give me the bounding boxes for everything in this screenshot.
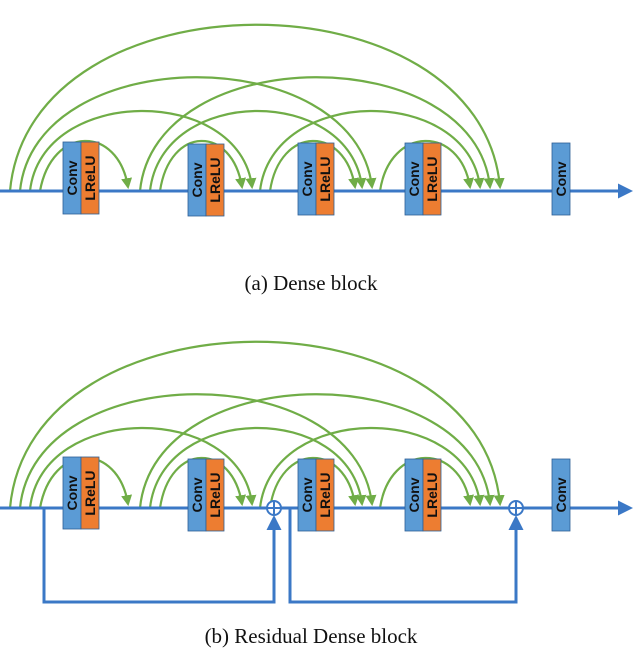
lrelu-label: LReLU: [207, 157, 223, 202]
conv-label: Conv: [406, 161, 422, 196]
skip-arc: [8, 23, 505, 192]
caption-residual-dense-block: (b) Residual Dense block: [205, 624, 418, 648]
residual-loop-1: [42, 508, 282, 604]
skip-arc: [258, 427, 485, 509]
sum-node-2: [508, 500, 524, 516]
dense-conv-lrelu-block-4: Conv LReLU: [404, 142, 442, 216]
skip-arc: [378, 457, 475, 509]
lrelu-label: LReLU: [317, 156, 333, 201]
conv-label: Conv: [553, 477, 569, 512]
conv-label: Conv: [64, 160, 80, 195]
conv-label: Conv: [299, 477, 315, 512]
dense-final-conv-block: Conv: [551, 142, 571, 216]
residual-loop-2: [288, 508, 524, 604]
residual-conv-lrelu-block-1: Conv LReLU: [62, 456, 100, 530]
lrelu-label: LReLU: [207, 472, 223, 517]
dense-skip-arcs: [8, 23, 505, 192]
conv-label: Conv: [406, 477, 422, 512]
residual-final-conv-block: Conv: [551, 458, 571, 532]
conv-label: Conv: [189, 162, 205, 197]
lrelu-label: LReLU: [317, 472, 333, 517]
lrelu-label: LReLU: [82, 470, 98, 515]
lrelu-label: LReLU: [82, 155, 98, 200]
skip-arc: [18, 76, 377, 192]
skip-arc: [28, 427, 257, 509]
residual-skip-arcs: [8, 340, 505, 509]
skip-arc: [268, 456, 360, 509]
skip-arc: [268, 139, 360, 192]
skip-arc: [258, 110, 485, 192]
skip-arc: [28, 110, 257, 192]
dense-block-diagram: Conv LReLU Conv LReLU Conv LReLU Conv LR…: [0, 23, 633, 295]
skip-arc: [148, 109, 367, 192]
skip-arc: [18, 393, 377, 509]
skip-arc: [8, 340, 505, 509]
conv-label: Conv: [299, 161, 315, 196]
conv-label: Conv: [64, 475, 80, 510]
lrelu-label: LReLU: [424, 156, 440, 201]
skip-arc: [158, 456, 247, 509]
sum-node-1: [266, 500, 282, 516]
residual-dense-block-diagram: Conv LReLU Conv LReLU Conv LReLU Conv LR…: [0, 340, 633, 648]
caption-dense-block: (a) Dense block: [245, 271, 378, 295]
residual-conv-lrelu-block-4: Conv LReLU: [404, 458, 442, 532]
dense-conv-lrelu-block-2: Conv LReLU: [187, 143, 225, 217]
conv-label: Conv: [553, 161, 569, 196]
skip-arc: [148, 426, 367, 509]
skip-arc: [138, 76, 495, 192]
conv-label: Conv: [189, 477, 205, 512]
residual-conv-lrelu-block-2: Conv LReLU: [187, 458, 225, 532]
skip-arc: [38, 139, 133, 192]
skip-arc: [138, 393, 495, 509]
dense-conv-lrelu-block-3: Conv LReLU: [297, 142, 335, 216]
residual-conv-lrelu-block-3: Conv LReLU: [297, 458, 335, 532]
skip-arc: [378, 140, 475, 192]
dense-conv-lrelu-block-1: Conv LReLU: [62, 141, 100, 215]
lrelu-label: LReLU: [424, 472, 440, 517]
skip-arc: [158, 139, 247, 192]
